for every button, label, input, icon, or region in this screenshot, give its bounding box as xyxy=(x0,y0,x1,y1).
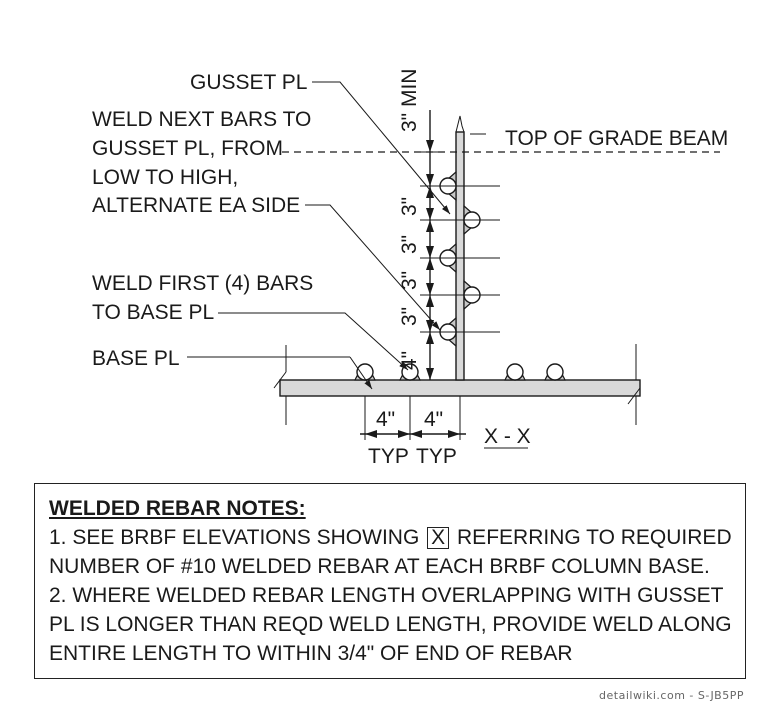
dim-typ-1: TYP xyxy=(368,445,409,468)
rebar-bar xyxy=(504,363,526,381)
note-line-1: 1. SEE BRBF ELEVATIONS SHOWING X REFERRI… xyxy=(49,523,745,552)
rebar-bar xyxy=(544,363,566,381)
dim-v3: 3" xyxy=(398,271,421,290)
label-weld-next-1: WELD NEXT BARS TO xyxy=(92,108,311,131)
note-line-2: NUMBER OF #10 WELDED REBAR AT EACH BRBF … xyxy=(49,555,710,578)
label-gusset-pl: GUSSET PL xyxy=(190,71,308,94)
dim-v4: 3" xyxy=(398,307,421,326)
note-1-text-b: REFERRING TO REQUIRED xyxy=(457,526,732,549)
note-line-3: 2. WHERE WELDED REBAR LENGTH OVERLAPPING… xyxy=(49,584,724,607)
horizontal-dimension xyxy=(360,396,466,440)
vertical-dimension xyxy=(426,110,434,380)
label-weld-next-4: ALTERNATE EA SIDE xyxy=(92,194,300,217)
note-line-5: ENTIRE LENGTH TO WITHIN 3/4" OF END OF R… xyxy=(49,642,573,665)
dim-v5: 4" xyxy=(398,351,421,370)
label-weld-next-3: LOW TO HIGH, xyxy=(92,166,238,189)
dim-typ-2: TYP xyxy=(416,445,457,468)
note-line-4: PL IS LONGER THAN REQD WELD LENGTH, PROV… xyxy=(49,613,732,636)
label-weld-first-1: WELD FIRST (4) BARS xyxy=(92,272,313,295)
top-of-grade-beam-line xyxy=(282,133,720,153)
base-rebar-group xyxy=(354,363,566,381)
note-1-boxed-symbol: X xyxy=(427,527,450,549)
label-top-of-grade-beam: TOP OF GRADE BEAM xyxy=(505,127,728,150)
rebar-bar xyxy=(354,363,376,381)
dim-h2: 4" xyxy=(424,408,443,431)
label-weld-first-2: TO BASE PL xyxy=(92,301,214,324)
leader-lines xyxy=(187,81,451,390)
extension-lines xyxy=(420,151,500,333)
label-weld-next-2: GUSSET PL, FROM xyxy=(92,137,283,160)
label-base-pl: BASE PL xyxy=(92,347,180,370)
dim-v1: 3" xyxy=(398,197,421,216)
rebar-bar xyxy=(399,363,421,381)
watermark: detailwiki.com - S-JB5PP xyxy=(599,689,744,702)
dim-3-min: 3" MIN xyxy=(398,69,421,132)
welded-rebar-notes: WELDED REBAR NOTES: 1. SEE BRBF ELEVATIO… xyxy=(34,483,746,679)
notes-title: WELDED REBAR NOTES: xyxy=(49,497,306,520)
gusset-plate xyxy=(455,115,465,381)
dim-v2: 3" xyxy=(398,235,421,254)
dim-h1: 4" xyxy=(376,408,395,431)
note-1-text-a: 1. SEE BRBF ELEVATIONS SHOWING xyxy=(49,526,420,549)
section-label: X - X xyxy=(484,425,531,448)
